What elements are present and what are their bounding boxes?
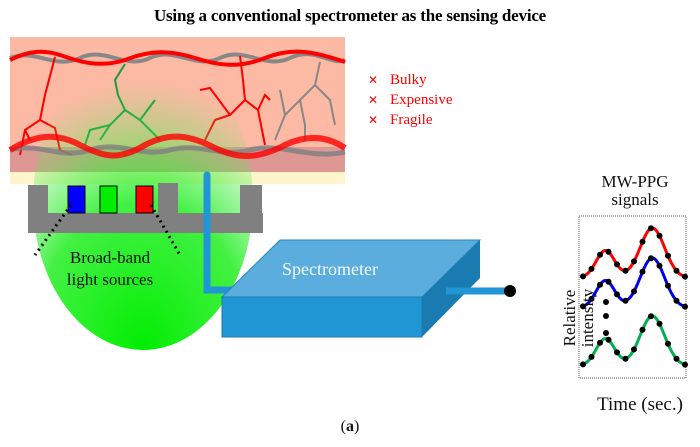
figure-caption: (a) — [340, 418, 360, 435]
signal-sample-point — [614, 291, 620, 298]
output-connector — [504, 285, 516, 297]
drawbacks-list: ✕Bulky ✕Expensive ✕Fragile — [368, 70, 452, 130]
spectrometer-box[interactable] — [220, 239, 482, 338]
signal-sample-point — [614, 261, 620, 268]
y-axis-label: Relative intensity — [560, 288, 597, 348]
signal-sample-point — [614, 349, 620, 356]
signal-sample-point — [648, 313, 654, 320]
cross-icon: ✕ — [368, 73, 379, 87]
signals-plot-frame — [578, 215, 687, 379]
spectrometer-label: Spectrometer — [282, 259, 378, 279]
pointer-line-right — [149, 204, 182, 256]
signal-sample-point — [673, 267, 680, 274]
signal-sample-point — [605, 336, 612, 343]
signal-sample-point — [656, 320, 663, 327]
signal-sample-point — [665, 282, 671, 289]
signal-sample-point — [580, 361, 586, 368]
vessel-red-upper — [9, 49, 346, 67]
pointer-line-left — [33, 204, 73, 256]
cross-icon: ✕ — [368, 93, 379, 107]
signal-sample-point — [622, 355, 629, 362]
signal-sample-point — [605, 278, 612, 285]
signal-sample-point — [673, 297, 680, 304]
signal-sample-point — [656, 232, 663, 239]
signal-sample-point — [580, 303, 586, 310]
x-axis-label: Time (sec.) — [597, 394, 683, 415]
signal-sample-point — [622, 267, 629, 274]
signal-sample-point — [682, 273, 688, 280]
signal-sample-point — [648, 225, 654, 232]
signal-sample-point — [597, 281, 603, 288]
signal-sample-point — [682, 303, 688, 310]
signal-sample-point — [665, 252, 671, 259]
signal-sample-point — [648, 255, 654, 262]
signal-sample-point — [631, 258, 637, 265]
signal-sample-point — [580, 273, 586, 280]
vessel-red-lower — [8, 133, 347, 159]
capillaries-gray — [274, 61, 336, 141]
light-source-red — [135, 185, 154, 214]
signal-sample-point — [639, 238, 646, 245]
cross-icon: ✕ — [368, 113, 379, 127]
signal-sample-point — [605, 248, 612, 255]
optical-fiber — [203, 171, 236, 294]
signal-sample-point — [622, 297, 629, 304]
signal-sample-point — [588, 353, 595, 360]
signal-sample-point — [631, 288, 637, 295]
signal-sample-point — [656, 262, 663, 269]
drawback-item: ✕Expensive — [368, 92, 453, 108]
signal-lines — [580, 225, 688, 368]
signal-sample-point — [639, 268, 646, 275]
signal-sample-point — [588, 295, 595, 302]
signals-title: MW-PPG signals — [601, 172, 669, 209]
ellipsis-dots — [603, 299, 609, 336]
signal-sample-point — [631, 346, 637, 353]
light-sources-label: Broad-band light sources — [66, 248, 154, 289]
drawback-item: ✕Fragile — [368, 112, 433, 128]
signal-sample-point — [682, 361, 688, 368]
signal-sample-point — [665, 340, 671, 347]
light-source-green — [99, 185, 118, 214]
signal-sample-point — [597, 339, 603, 346]
signal-sample-point — [673, 355, 680, 362]
light-source-blue — [67, 185, 86, 214]
signal-sample-point — [588, 265, 595, 272]
signal-sample-point — [639, 326, 646, 333]
drawback-item: ✕Bulky — [368, 72, 427, 88]
figure-title: Using a conventional spectrometer as the… — [153, 6, 547, 25]
signal-sample-point — [597, 251, 603, 258]
